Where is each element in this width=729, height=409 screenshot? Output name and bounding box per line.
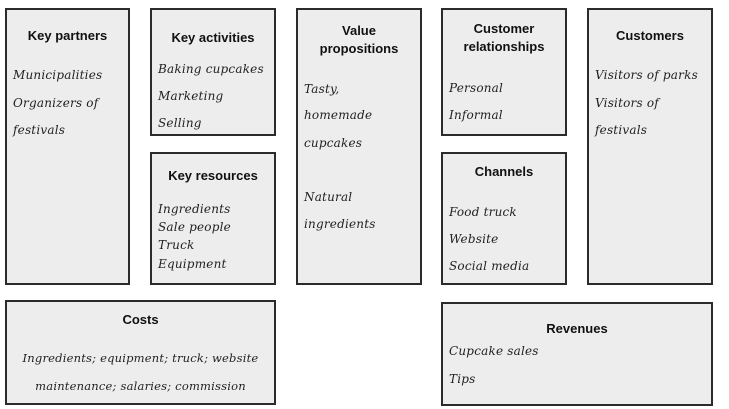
value-propositions-item: Natural: [304, 190, 353, 204]
costs-title: Costs: [122, 312, 159, 327]
revenues-title: Revenues: [546, 321, 608, 336]
revenues-item: Tips: [449, 372, 476, 386]
key-activities-item: Baking cupcakes: [158, 62, 264, 76]
channels-item: Food truck: [449, 205, 517, 219]
key-partners-item: Municipalities: [13, 68, 103, 82]
costs-item: maintenance; salaries; commission: [35, 379, 246, 393]
channels-box: Channels Food truck Website Social media: [441, 152, 567, 285]
key-resources-item: Equipment: [158, 257, 227, 271]
key-partners-box: Key partners Municipalities Organizers o…: [5, 8, 130, 285]
key-resources-item: Ingredients: [158, 202, 231, 216]
revenues-box: Revenues Cupcake sales Tips: [441, 302, 713, 406]
value-propositions-title-line2: propositions: [319, 41, 399, 56]
channels-item: Social media: [449, 259, 530, 273]
channels-title: Channels: [474, 164, 534, 179]
costs-item: Ingredients; equipment; truck; website: [22, 351, 259, 365]
key-activities-item: Marketing: [158, 89, 224, 103]
key-activities-item: Selling: [158, 116, 202, 130]
value-propositions-box: Value propositions Tasty, homemade cupca…: [296, 8, 422, 285]
channels-item: Website: [449, 232, 499, 246]
customers-title: Customers: [616, 28, 684, 43]
revenues-item: Cupcake sales: [449, 344, 539, 358]
customer-relationships-item: Informal: [449, 108, 503, 122]
key-resources-title: Key resources: [168, 168, 258, 183]
customers-item: Visitors of parks: [595, 68, 698, 82]
value-propositions-item: Tasty,: [304, 82, 340, 96]
customer-relationships-item: Personal: [449, 81, 504, 95]
key-partners-item: festivals: [13, 123, 66, 137]
key-resources-box: Key resources Ingredients Sale people Tr…: [150, 152, 276, 285]
customers-box: Customers Visitors of parks Visitors of …: [587, 8, 713, 285]
value-propositions-item: ingredients: [304, 217, 376, 231]
key-activities-box: Key activities Baking cupcakes Marketing…: [150, 8, 276, 136]
key-resources-item: Sale people: [158, 220, 231, 234]
value-propositions-item: cupcakes: [304, 136, 363, 150]
customer-relationships-title-line1: Customer: [473, 21, 535, 36]
key-resources-item: Truck: [158, 238, 195, 252]
value-propositions-title-line1: Value: [342, 23, 376, 38]
key-partners-title: Key partners: [27, 28, 108, 43]
value-propositions-item: homemade: [304, 108, 373, 122]
key-activities-title: Key activities: [171, 30, 255, 45]
customer-relationships-title-line2: relationships: [463, 39, 545, 54]
customers-item: Visitors of: [595, 96, 659, 110]
costs-box: Costs Ingredients; equipment; truck; web…: [5, 300, 276, 405]
customers-item: festivals: [595, 123, 648, 137]
customer-relationships-box: Customer relationships Personal Informal: [441, 8, 567, 136]
key-partners-item: Organizers of: [13, 96, 99, 110]
